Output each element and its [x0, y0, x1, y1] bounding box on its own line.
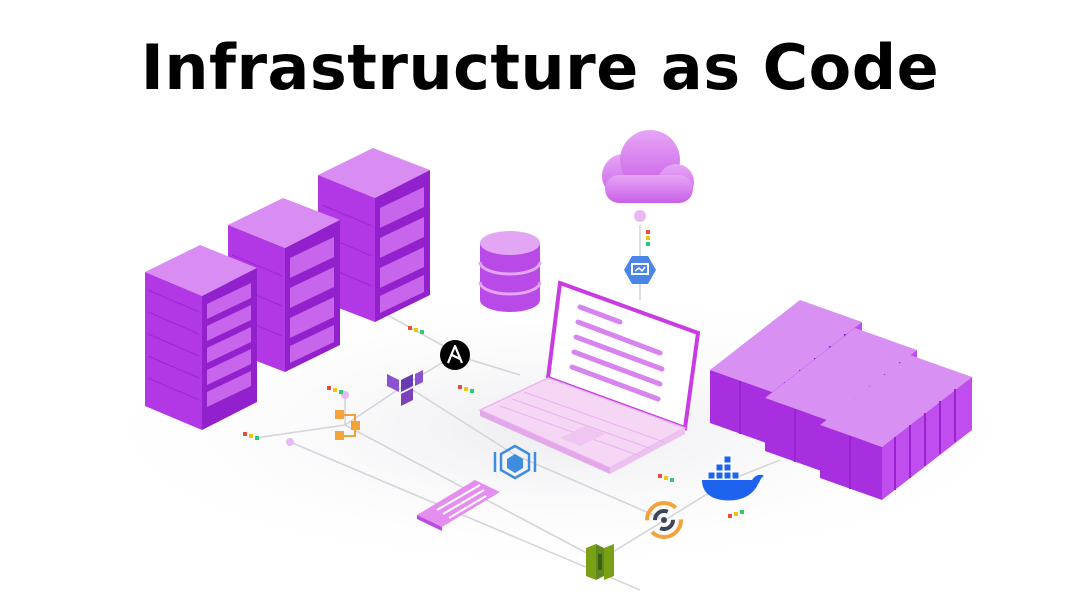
aws-workflow-icon	[335, 410, 360, 440]
shipping-container-icon	[820, 355, 972, 500]
aws-codedeploy-icon	[586, 544, 614, 580]
server-rack-icon	[145, 245, 257, 430]
cloud-icon	[602, 130, 694, 203]
status-indicators	[243, 230, 744, 518]
monitor-icon	[624, 256, 656, 284]
laptop-icon	[478, 280, 701, 474]
database-icon	[478, 231, 542, 312]
document-icon	[417, 480, 500, 531]
terraform-icon	[387, 370, 423, 406]
page-title: Infrastructure as Code	[140, 31, 940, 104]
docker-icon	[702, 455, 764, 501]
ansible-icon	[440, 340, 470, 370]
sync-icon	[645, 501, 683, 539]
azure-devops-icon	[493, 444, 537, 480]
